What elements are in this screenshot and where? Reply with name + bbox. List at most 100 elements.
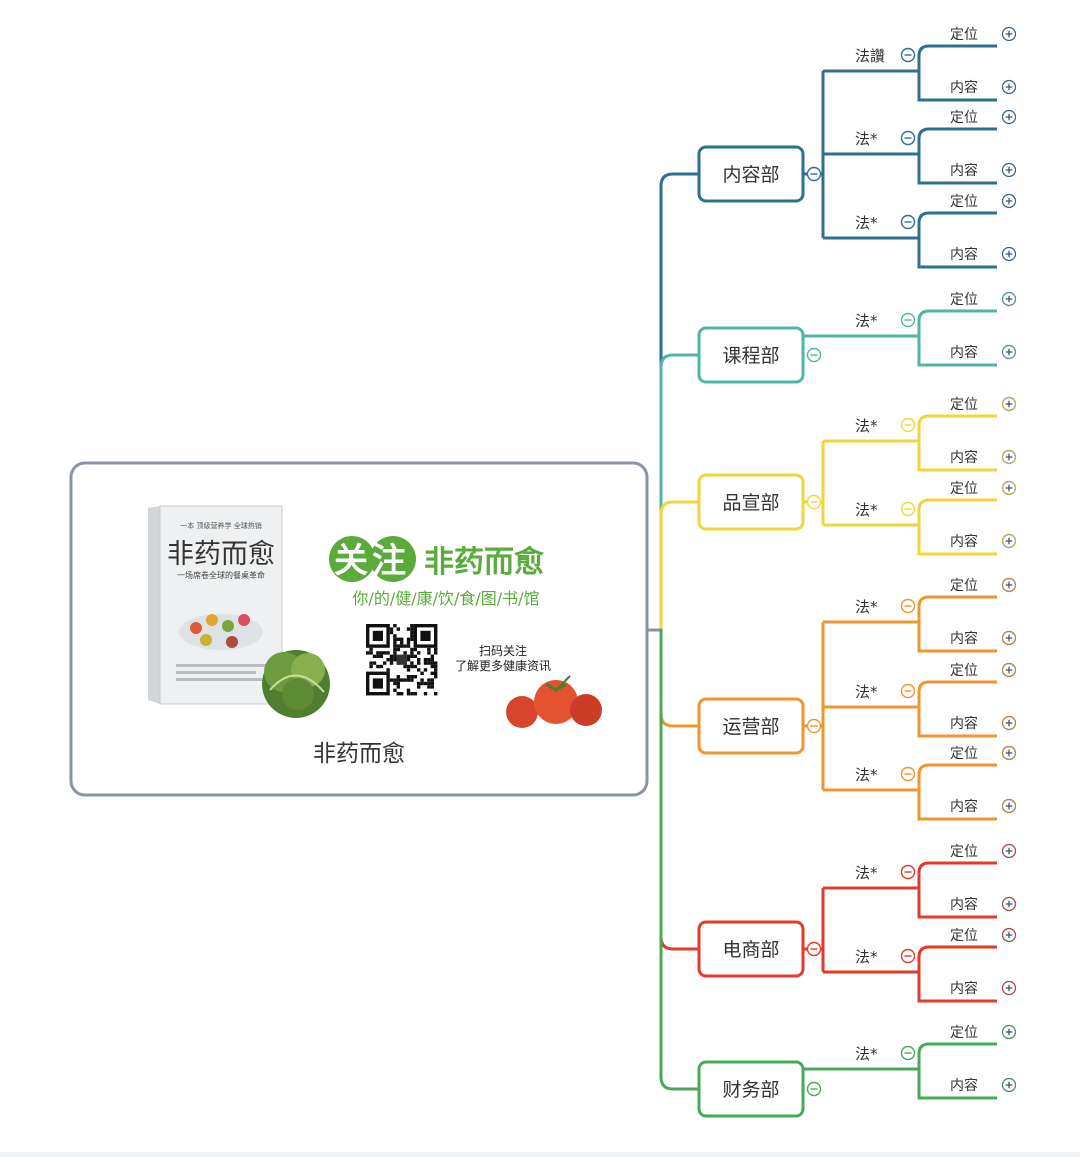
leaf-expand-icon[interactable] [1001,927,1017,943]
leaf-label[interactable]: 定位 [950,663,978,679]
leaf-expand-icon[interactable] [1001,630,1017,646]
sub-topic-label[interactable]: 法* [855,312,878,330]
branch-nodes: 内容部法讚定位内容法*定位内容法*定位内容课程部法*定位内容品宣部法*定位内容法… [697,26,1017,1118]
leaf-label[interactable]: 定位 [950,746,978,762]
leaf-expand-icon[interactable] [1001,577,1017,593]
root-node[interactable]: 一本 顶级营养学 全球热销 非药而愈 一场席卷全球的餐桌革命 [69,461,649,797]
leaf-label[interactable]: 定位 [950,1025,978,1041]
branch-node-5[interactable]: 电商部 [697,920,805,978]
leaf-label[interactable]: 内容 [950,533,978,550]
branch-collapse-icon[interactable] [806,494,822,510]
sub-topic-label[interactable]: 法* [855,948,878,966]
branch-node-3[interactable]: 品宣部 [697,473,805,531]
sub-topic-label[interactable]: 法* [855,864,878,882]
leaf-expand-icon[interactable] [1001,1024,1017,1040]
branch-collapse-icon[interactable] [806,941,822,957]
leaf-label[interactable]: 内容 [950,79,978,96]
sub-topic-label[interactable]: 法* [855,766,878,784]
svg-text:关注: 关注 [334,541,410,581]
branch-collapse-icon[interactable] [806,347,822,363]
cabbage-image [262,650,330,718]
branch-label: 内容部 [722,164,779,186]
sub-collapse-icon[interactable] [900,598,916,614]
leaf-label[interactable]: 内容 [950,449,978,466]
branch-collapse-icon[interactable] [806,166,822,182]
qr-code-image [364,622,440,698]
leaf-label[interactable]: 定位 [950,844,978,860]
connector-lines [647,44,997,1100]
leaf-label[interactable]: 内容 [950,1077,978,1094]
leaf-expand-icon[interactable] [1001,246,1017,262]
leaf-expand-icon[interactable] [1001,162,1017,178]
tomatoes-image [506,675,602,728]
sub-collapse-icon[interactable] [900,948,916,964]
leaf-expand-icon[interactable] [1001,193,1017,209]
leaf-expand-icon[interactable] [1001,449,1017,465]
leaf-expand-icon[interactable] [1001,533,1017,549]
leaf-label[interactable]: 定位 [950,194,978,210]
branch-collapse-icon[interactable] [806,1081,822,1097]
tagline-text: 你/的/健/康/饮/食/图/书/馆 [352,589,539,608]
leaf-expand-icon[interactable] [1001,662,1017,678]
branch-node-1[interactable]: 内容部 [697,145,805,203]
leaf-expand-icon[interactable] [1001,109,1017,125]
leaf-label[interactable]: 定位 [950,928,978,944]
leaf-expand-icon[interactable] [1001,79,1017,95]
sub-topic-label[interactable]: 法* [855,598,878,616]
leaf-label[interactable]: 内容 [950,980,978,997]
leaf-label[interactable]: 内容 [950,630,978,647]
leaf-expand-icon[interactable] [1001,843,1017,859]
sub-topic-label[interactable]: 法* [855,1045,878,1063]
branch-node-2[interactable]: 课程部 [697,326,805,384]
leaf-expand-icon[interactable] [1001,1077,1017,1093]
leaf-expand-icon[interactable] [1001,715,1017,731]
scan-line-1: 扫码关注 [479,643,527,658]
leaf-label[interactable]: 定位 [950,27,978,43]
sub-topic-label[interactable]: 法* [855,130,878,148]
sub-collapse-icon[interactable] [900,130,916,146]
leaf-label[interactable]: 内容 [950,798,978,815]
leaf-label[interactable]: 内容 [950,162,978,179]
sub-collapse-icon[interactable] [900,417,916,433]
sub-collapse-icon[interactable] [900,47,916,63]
leaf-expand-icon[interactable] [1001,396,1017,412]
leaf-expand-icon[interactable] [1001,26,1017,42]
leaf-label[interactable]: 定位 [950,397,978,413]
leaf-expand-icon[interactable] [1001,798,1017,814]
leaf-expand-icon[interactable] [1001,291,1017,307]
leaf-label[interactable]: 内容 [950,715,978,732]
leaf-label[interactable]: 定位 [950,292,978,308]
sub-collapse-icon[interactable] [900,683,916,699]
leaf-label[interactable]: 定位 [950,110,978,126]
sub-collapse-icon[interactable] [900,1045,916,1061]
branch-label: 电商部 [722,939,779,961]
leaf-label[interactable]: 内容 [950,246,978,263]
sub-collapse-icon[interactable] [900,501,916,517]
book-cover-image: 一本 顶级营养学 全球热销 非药而愈 一场席卷全球的餐桌革命 [148,505,283,705]
leaf-label[interactable]: 内容 [950,896,978,913]
leaf-label[interactable]: 定位 [950,578,978,594]
branch-node-4[interactable]: 运营部 [697,697,805,755]
branch-node-6[interactable]: 财务部 [697,1060,805,1118]
branch-collapse-icon[interactable] [806,718,822,734]
sub-topic-label[interactable]: 法* [855,417,878,435]
leaf-expand-icon[interactable] [1001,896,1017,912]
sub-collapse-icon[interactable] [900,214,916,230]
sub-collapse-icon[interactable] [900,864,916,880]
branch-label: 课程部 [722,345,779,367]
svg-text:一本 顶级营养学 全球热销: 一本 顶级营养学 全球热销 [180,521,261,530]
sub-topic-label[interactable]: 法* [855,501,878,519]
sub-collapse-icon[interactable] [900,766,916,782]
leaf-expand-icon[interactable] [1001,480,1017,496]
leaf-label[interactable]: 定位 [950,481,978,497]
leaf-expand-icon[interactable] [1001,745,1017,761]
sub-topic-label[interactable]: 法* [855,683,878,701]
bottom-scroll-strip [0,1152,1080,1157]
leaf-label[interactable]: 内容 [950,344,978,361]
leaf-expand-icon[interactable] [1001,344,1017,360]
leaf-expand-icon[interactable] [1001,980,1017,996]
branch-label: 品宣部 [722,492,779,514]
sub-topic-label[interactable]: 法讚 [855,47,885,65]
sub-collapse-icon[interactable] [900,312,916,328]
sub-topic-label[interactable]: 法* [855,214,878,232]
